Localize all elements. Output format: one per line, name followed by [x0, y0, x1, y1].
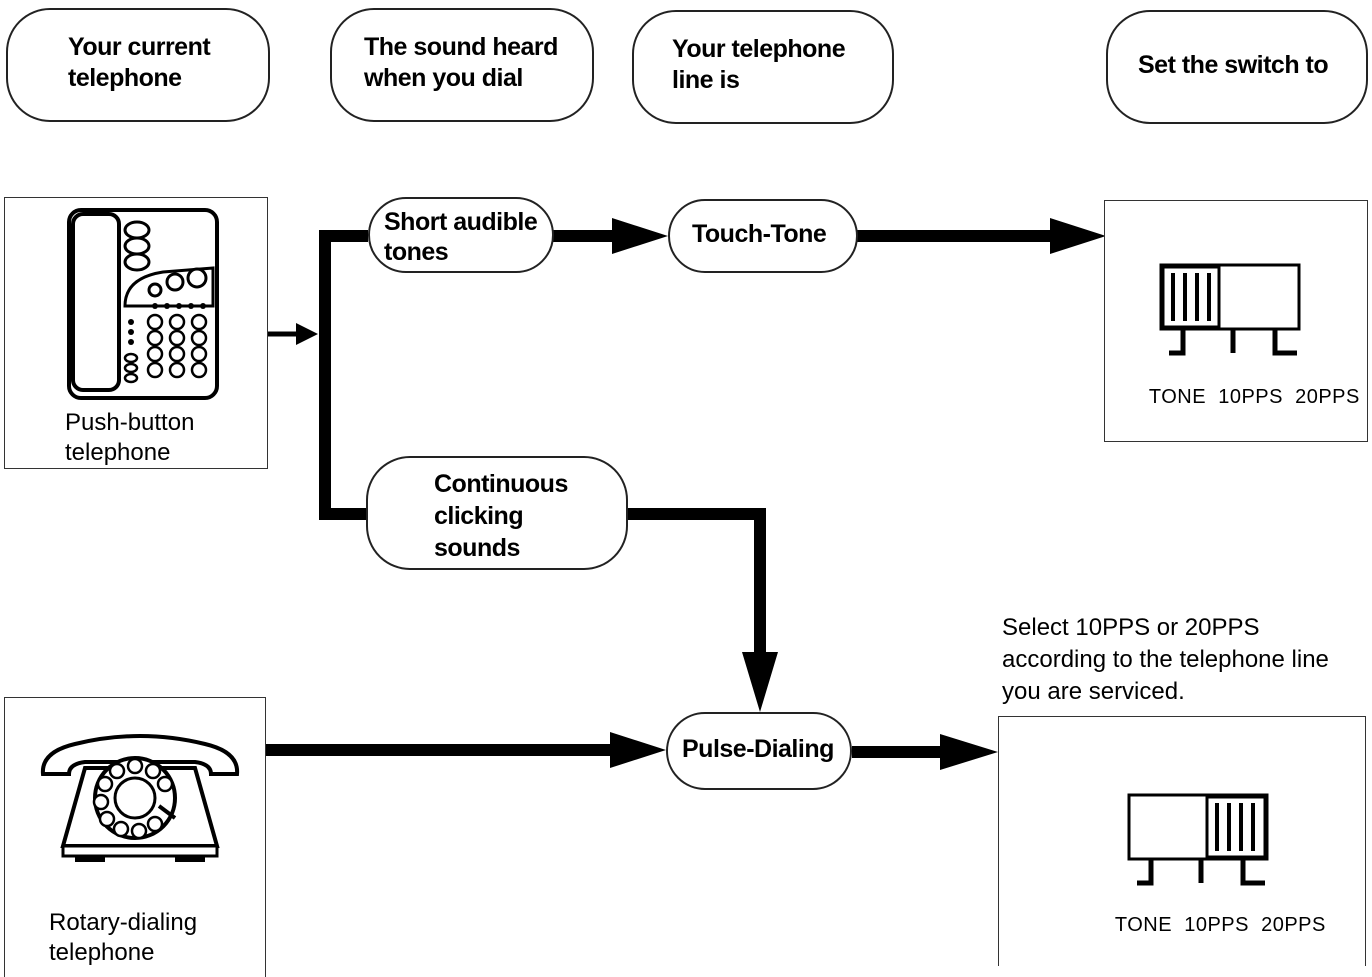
rotary-phone-label: Rotary-dialing telephone — [49, 909, 198, 966]
pps-note: Select 10PPS or 20PPS according to the t… — [1002, 614, 1329, 705]
sound-clicking: Continuous clicking sounds — [366, 456, 628, 570]
header-line-is: Your telephone line is — [632, 10, 894, 124]
push-button-phone-icon — [67, 208, 219, 400]
sound-short-tones: Short audible tones — [368, 197, 554, 273]
line-pulse-dialing: Pulse-Dialing — [666, 712, 852, 790]
slide-switch-pps-icon — [1127, 793, 1269, 886]
push-button-phone-box: Push-button telephone — [4, 197, 268, 469]
arrowhead-pulse-down — [742, 652, 778, 712]
push-button-phone-label: Push-button telephone — [65, 409, 195, 466]
arrow-clicking-to-pulse — [628, 508, 766, 660]
arrowhead-pulse — [610, 732, 666, 768]
arrowhead-switch-bottom — [940, 734, 998, 770]
header-sound-heard: The sound heard when you dial — [330, 8, 594, 122]
rotary-phone-icon — [40, 734, 240, 862]
line-touch-tone: Touch-Tone — [668, 199, 858, 273]
rotary-phone-box: Rotary-dialing telephone — [4, 697, 266, 977]
slide-switch-tone-icon — [1159, 263, 1301, 356]
branch-line — [319, 230, 368, 520]
arrowhead-touchtone — [612, 218, 668, 254]
header-set-switch: Set the switch to — [1106, 10, 1368, 124]
switch-box-tone: TONE 10PPS 20PPS — [1104, 200, 1368, 442]
switch-box-pps: TONE 10PPS 20PPS — [998, 716, 1366, 966]
header-current-telephone: Your current telephone — [6, 8, 270, 122]
arrowhead-branch — [296, 323, 318, 345]
arrowhead-switch-top — [1050, 218, 1106, 254]
switch-labels-top: TONE 10PPS 20PPS — [1148, 386, 1360, 408]
switch-labels-bottom: TONE 10PPS 20PPS — [1114, 914, 1326, 936]
